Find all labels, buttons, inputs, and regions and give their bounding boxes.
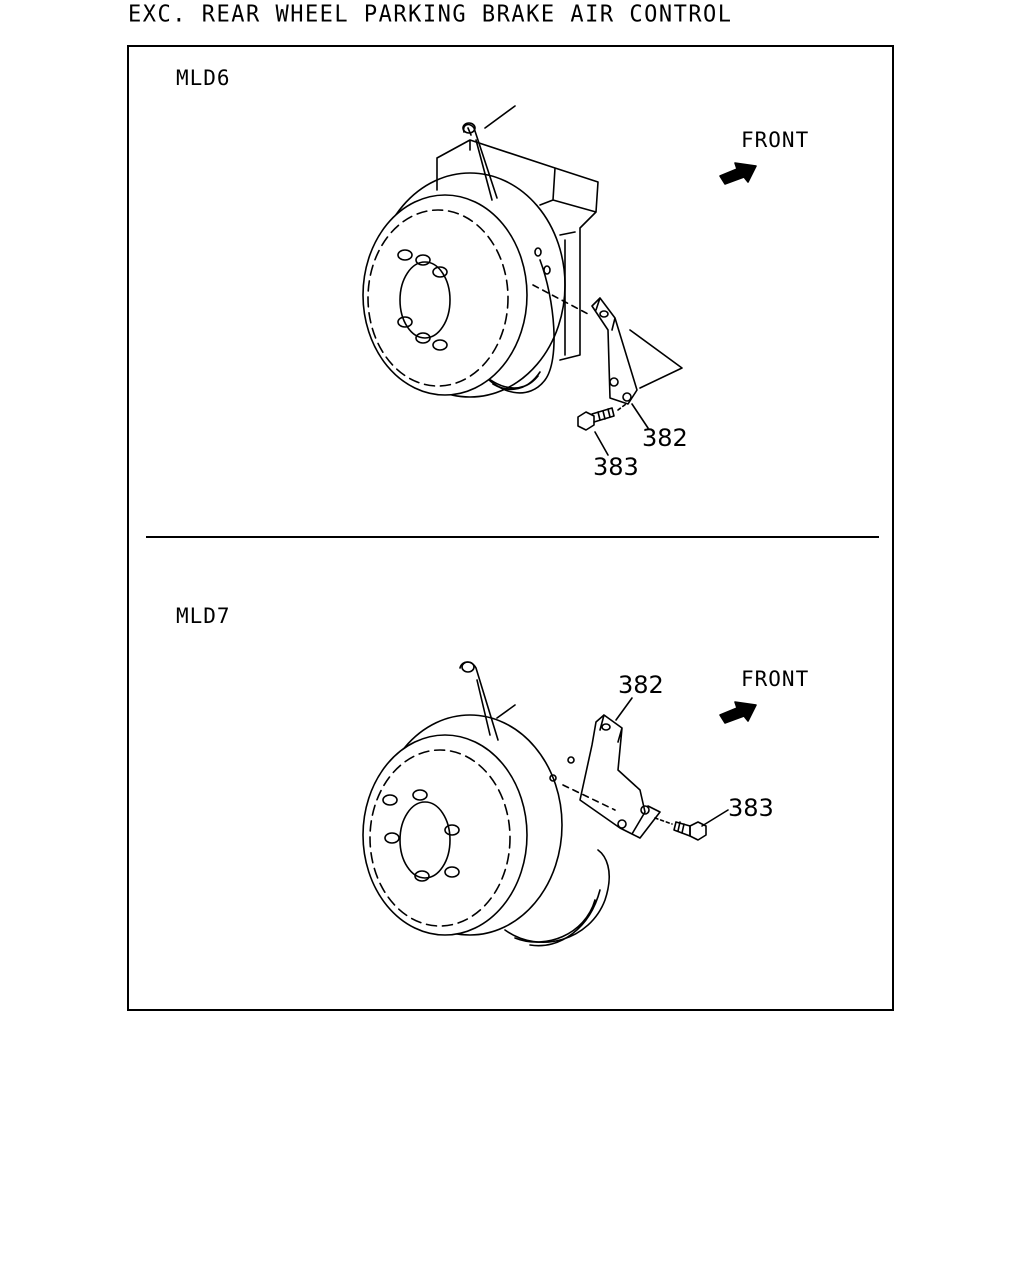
panel-divider [146,536,879,538]
callout-382-mld7: 382 [618,671,664,699]
mount-line [533,285,590,315]
bolt-axis [655,818,672,824]
leader-383-mld7 [702,810,728,826]
mld6-illustration [363,106,756,455]
bracket-382 [580,715,660,838]
drum-fins [515,890,600,946]
bracket-382 [592,298,682,404]
front-arrow-icon [720,163,756,184]
front-label-mld6: FRONT [741,128,810,152]
bolt-383 [674,822,706,840]
hub-center [400,802,450,878]
bolt-axis [618,404,626,410]
diagram-frame [127,45,894,1011]
callout-383-mld6: 383 [593,453,639,481]
brake-lever [464,125,497,200]
mount-line [563,785,615,810]
backing-hole [535,248,541,256]
brake-lever [460,662,515,740]
callout-383-mld7: 383 [728,794,774,822]
hub-center [400,262,450,338]
backing-hole [568,757,574,763]
axle-housing [437,106,598,360]
drum-inner-ring [368,210,508,386]
drum-face [363,195,527,395]
bolt-383 [578,408,614,430]
backing-hole [544,266,550,274]
lever-eye [462,662,474,672]
leader-382-mld7 [616,698,632,720]
drum-fins [485,372,540,389]
bracket-hole [602,724,610,730]
callout-382-mld6: 382 [642,424,688,452]
leader-382-mld6 [632,404,648,428]
front-label-mld7: FRONT [741,667,810,691]
wheel-studs [383,790,459,881]
bracket-hole [610,378,618,386]
bracket-hole [623,393,631,401]
front-arrow-icon [720,702,756,723]
page-title: EXC. REAR WHEEL PARKING BRAKE AIR CONTRO… [128,1,733,28]
mld7-illustration [363,662,756,946]
bracket-hole [618,820,626,828]
leader-383-mld6 [595,432,608,455]
bracket-hole [600,311,608,317]
bracket-hole [641,806,649,814]
lever-eye [463,123,475,133]
variant-label-mld6: MLD6 [176,66,231,90]
wheel-studs [398,250,447,350]
variant-label-mld7: MLD7 [176,604,231,628]
drum-inner-ring [370,750,510,926]
backing-hole [550,775,556,781]
drum-face [363,735,527,935]
